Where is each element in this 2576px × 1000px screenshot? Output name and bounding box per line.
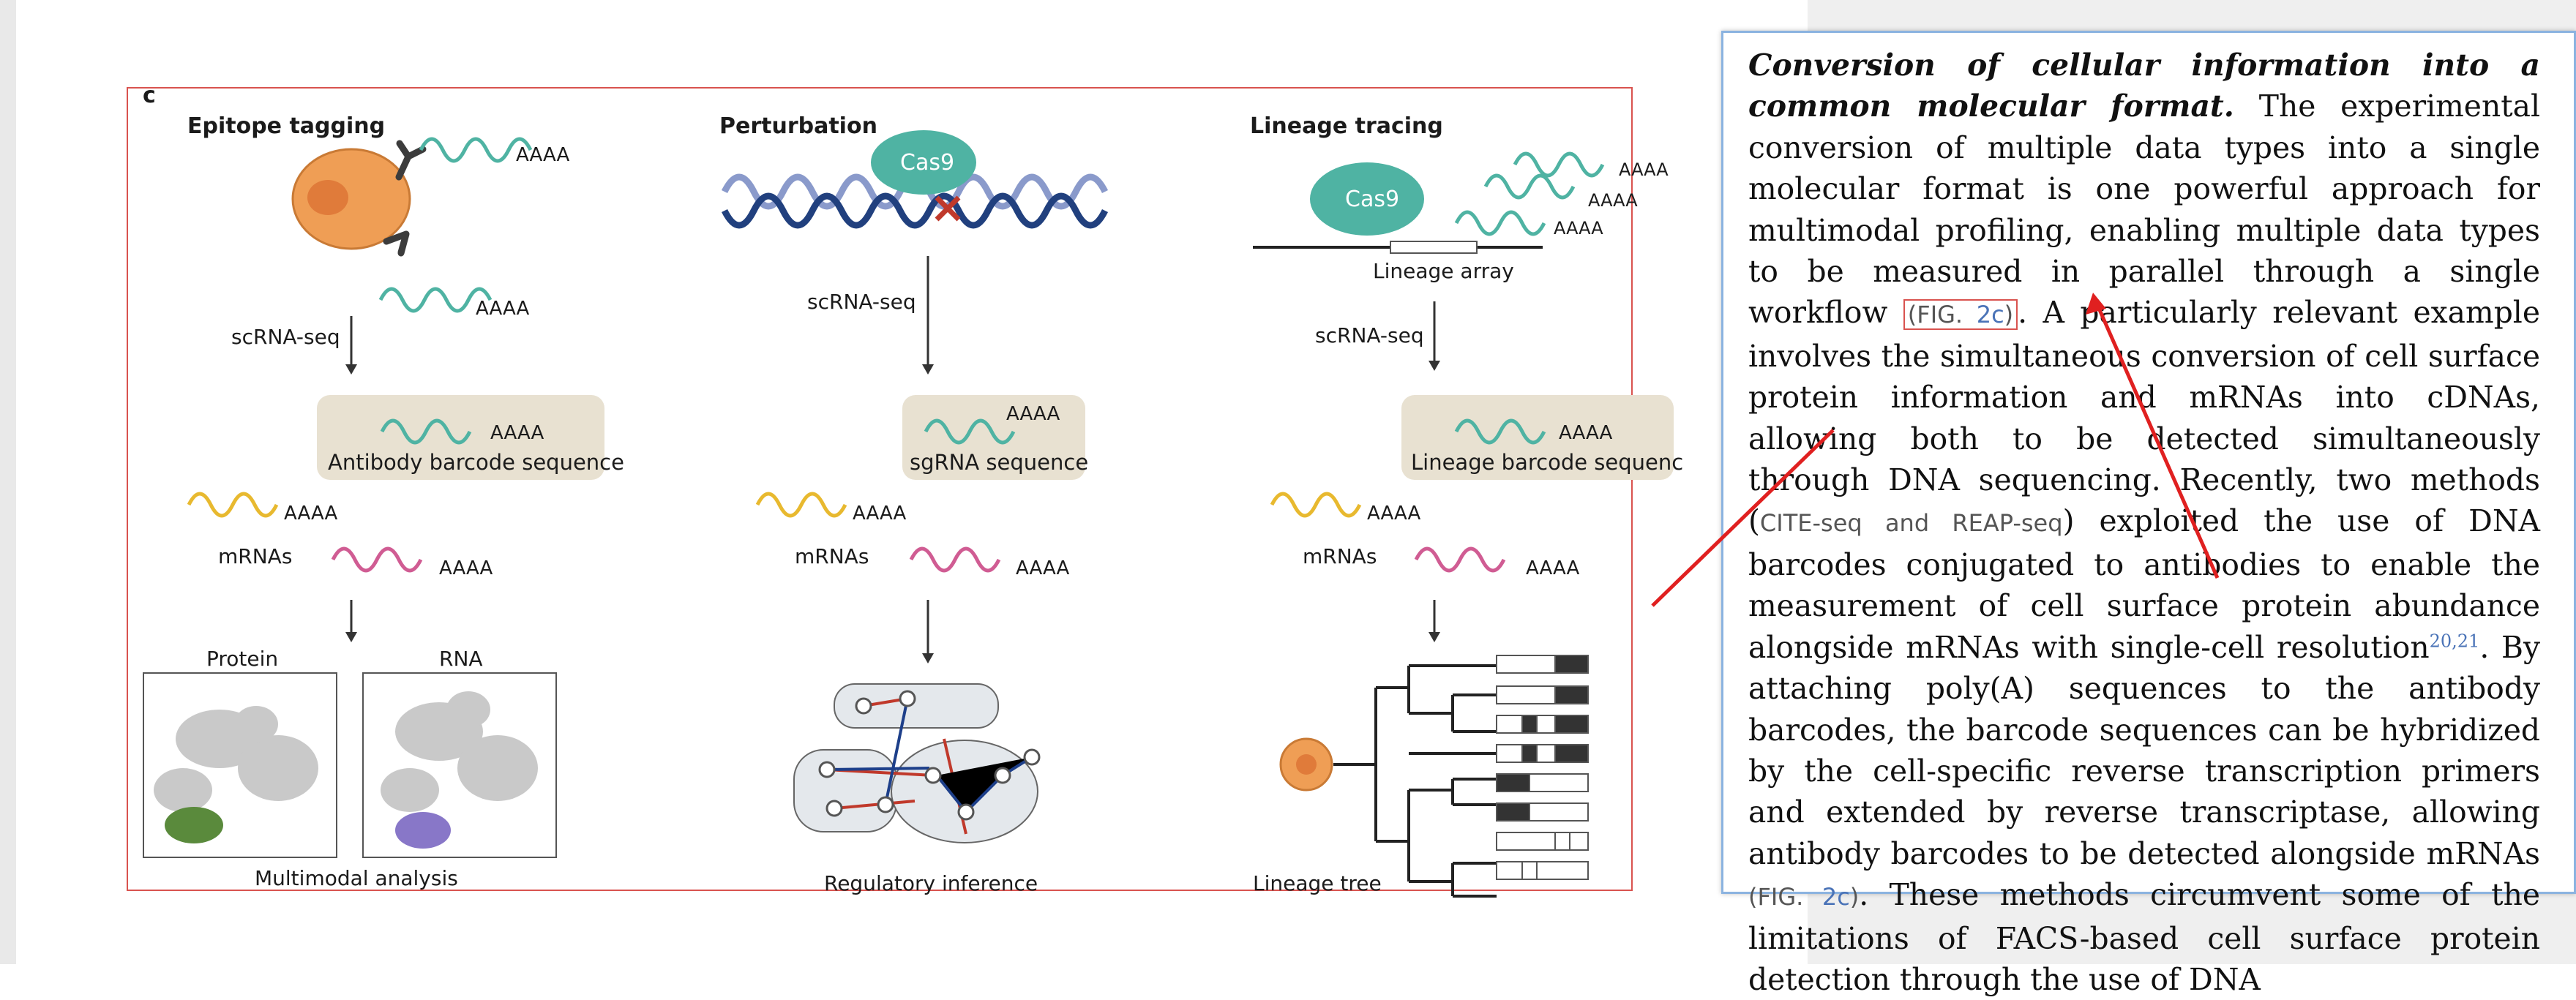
bottom-label: Multimodal analysis (255, 866, 458, 890)
poly-a-label: AAAA (1367, 503, 1421, 525)
barcode-label: sgRNA sequence (910, 450, 1088, 475)
barcode-box (317, 395, 604, 480)
poly-a-label: AAAA (1554, 218, 1603, 238)
barcode-box (1401, 395, 1674, 480)
barcode-wave-bottom: AAAA (378, 287, 530, 320)
tsne-scatter-protein (154, 706, 318, 812)
text-run: The experimental conversion of multiple … (1748, 89, 2540, 331)
figure-reference-link[interactable]: (FIG. 2c) (1903, 299, 2018, 331)
rna-cluster-highlight (395, 812, 451, 849)
plot-label-rna: RNA (439, 647, 483, 671)
mrna-wave-pink (331, 546, 423, 573)
ref-prefix: (FIG. (1748, 883, 1822, 911)
citation-link[interactable]: 20,21 (2429, 631, 2480, 652)
poly-a-label: AAAA (476, 298, 530, 320)
figure-selection-box (127, 87, 1633, 891)
antibody-icon (383, 140, 427, 257)
panel-letter: c (143, 83, 156, 108)
lineage-array-block (1390, 241, 1478, 254)
column-perturbation: Perturbation Cas9 scRNA-seq AAAA sgRNA s… (719, 113, 1109, 895)
nucleus-icon (1296, 754, 1317, 775)
lineage-tree (1333, 664, 1497, 898)
text-excerpt-card: Conversion of cellular information into … (1721, 31, 2576, 997)
mrna-wave-pink (1414, 546, 1506, 573)
step-label: scRNA-seq (1315, 323, 1424, 347)
poly-a-label: AAAA (439, 557, 493, 579)
barcode-wave-group (1454, 151, 1605, 236)
cas9-label: Cas9 (1345, 187, 1399, 212)
ref-suffix: ) (2004, 301, 2014, 329)
tsne-scatter-rna (381, 691, 538, 812)
section-lead: Conversion of cellular information into … (1748, 48, 2540, 124)
figure-reference-link[interactable]: (FIG. 2c) (1748, 883, 1859, 911)
step-label: scRNA-seq (807, 290, 916, 314)
text-run: . A (2018, 295, 2064, 331)
poly-a-label: AAAA (1559, 422, 1613, 444)
ref-number: 2c (1976, 301, 2004, 329)
text-run: . By attaching poly(A) sequences to the … (1748, 629, 2541, 871)
mrna-wave-yellow (755, 492, 847, 518)
column-title: Epitope tagging (187, 113, 385, 139)
protein-cluster-highlight (165, 807, 223, 843)
cas9-protein (871, 130, 976, 195)
poly-a-label: AAAA (490, 422, 544, 444)
bottom-label: Regulatory inference (824, 871, 1038, 895)
step-label: scRNA-seq (231, 325, 340, 349)
barcode-label: Antibody barcode sequence (328, 450, 624, 475)
cell-icon (291, 148, 411, 250)
cas9-protein (1310, 162, 1424, 236)
mrna-label: mRNAs (218, 544, 292, 568)
ref-suffix: ) (1849, 883, 1860, 911)
left-margin-strip (0, 0, 16, 964)
poly-a-label: AAAA (1016, 557, 1070, 579)
poly-a-label: AAAA (853, 503, 907, 525)
mrna-wave-pink (909, 546, 1001, 573)
poly-a-label: AAAA (1526, 557, 1580, 579)
figure-2c: c Epitope tagging AAAA AAAA scRNA-seq AA… (127, 83, 1683, 898)
mrna-wave-yellow (1270, 492, 1362, 518)
poly-a-label: AAAA (1006, 403, 1060, 425)
barcode-wave-top: AAAA (419, 137, 570, 166)
cut-site-icon (935, 195, 961, 222)
column-lineage-tracing: Lineage tracing Cas9 Lineage array AAAA … (1250, 113, 1683, 898)
regulatory-network-graph (793, 683, 1041, 843)
text-run: . These methods circumvent some of the l… (1748, 877, 2540, 997)
ref-number: 2c (1821, 883, 1850, 911)
column-title: Lineage tracing (1250, 113, 1443, 139)
bottom-label: Lineage tree (1253, 871, 1382, 895)
column-title: Perturbation (719, 113, 877, 139)
mrna-label: mRNAs (795, 544, 869, 568)
text-run: particularly relevant example involves t… (1748, 295, 2540, 539)
plot-label-protein: Protein (206, 647, 278, 671)
column-epitope-tagging: Epitope tagging AAAA AAAA scRNA-seq AAAA… (143, 113, 624, 890)
methods-reference[interactable]: CITE-seq and REAP-seq (1759, 509, 2063, 538)
nucleus-icon (307, 180, 348, 215)
poly-a-label: AAAA (516, 144, 570, 166)
mrna-label: mRNAs (1303, 544, 1377, 568)
cas9-label: Cas9 (900, 150, 954, 176)
barcode-label: Lineage barcode sequence (1411, 450, 1683, 475)
ref-prefix: (FIG. (1907, 301, 1977, 329)
poly-a-label: AAAA (1588, 190, 1638, 211)
poly-a-label: AAAA (1619, 159, 1669, 180)
poly-a-label: AAAA (284, 503, 338, 525)
mrna-wave-yellow (187, 492, 279, 518)
barcode-bars (1496, 655, 1589, 880)
array-label: Lineage array (1373, 259, 1514, 283)
body-paragraph: Conversion of cellular information into … (1748, 45, 2540, 1000)
